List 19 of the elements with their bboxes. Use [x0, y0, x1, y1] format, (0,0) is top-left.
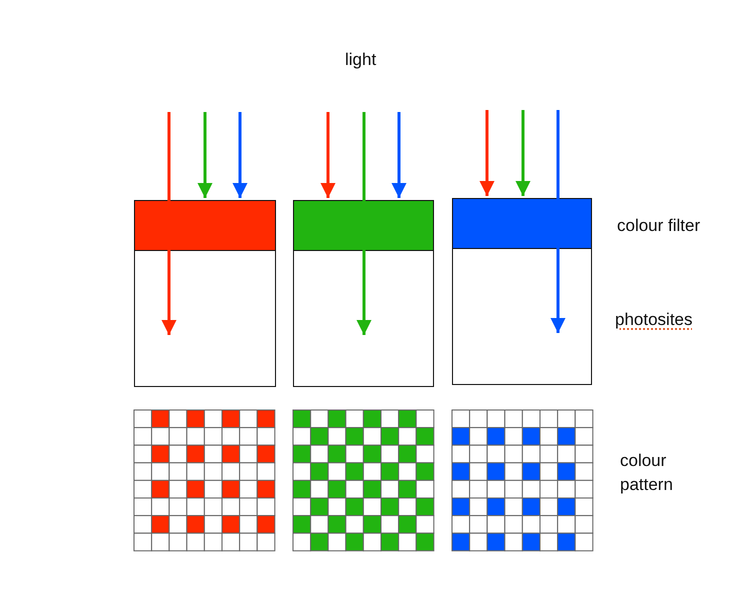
arrow: [320, 112, 336, 198]
colour-filter-bar: [452, 198, 592, 249]
arrow: [480, 110, 494, 196]
arrow: [162, 112, 176, 335]
light-label: light: [345, 49, 376, 71]
filter-label: colour filter: [617, 215, 700, 237]
arrow: [198, 112, 212, 198]
photosite-box: [293, 250, 434, 387]
arrow: [356, 112, 372, 335]
colour-filter-bar: [293, 200, 434, 251]
arrow: [232, 112, 248, 198]
arrow: [550, 110, 566, 333]
arrow: [516, 110, 530, 196]
colour-filter-bar: [134, 200, 276, 251]
photosite-box: [134, 250, 276, 387]
arrow: [392, 112, 406, 198]
photosite-box: [452, 248, 592, 385]
photosites-label: photosites: [615, 309, 692, 331]
pattern-label: colour pattern: [620, 450, 674, 496]
